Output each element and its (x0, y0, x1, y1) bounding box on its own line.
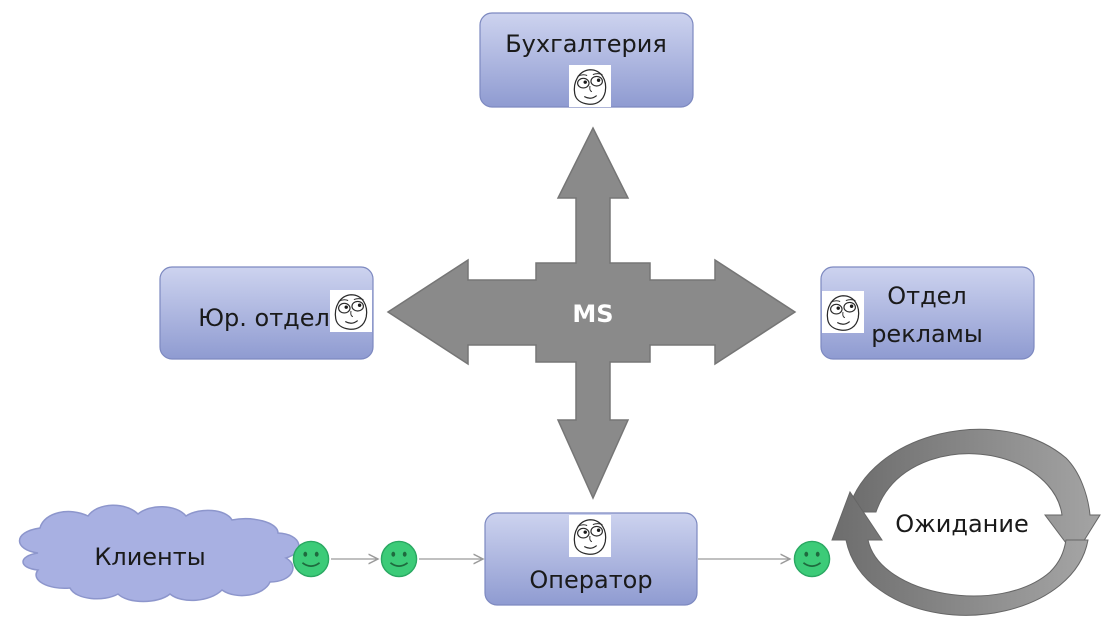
advertising-box[interactable]: Отдел рекламы (820, 266, 1035, 360)
troll-face-icon (569, 65, 611, 107)
ms-hub: MS (386, 126, 797, 500)
smiley-icon (380, 540, 418, 578)
legal-label: Юр. отдел (198, 304, 330, 332)
clients-cloud[interactable]: Клиенты (18, 504, 300, 603)
four-way-arrow-shape (386, 126, 797, 500)
accounting-box[interactable]: Бухгалтерия (479, 12, 694, 108)
smiley-icon (292, 540, 330, 578)
legal-box[interactable]: Юр. отдел (159, 266, 374, 360)
troll-face-icon (330, 290, 372, 332)
advertising-label-line2: рекламы (871, 320, 983, 348)
smiley-icon (793, 540, 831, 578)
operator-box[interactable]: Оператор (484, 512, 698, 606)
waiting-cycle: Ожидание (831, 428, 1101, 616)
advertising-label-line1: Отдел (887, 282, 967, 310)
troll-face-icon (822, 291, 864, 333)
waiting-label: Ожидание (895, 510, 1028, 538)
operator-label: Оператор (529, 566, 652, 594)
troll-face-icon (569, 515, 611, 557)
clients-label: Клиенты (94, 543, 205, 571)
ms-label: MS (572, 300, 613, 328)
accounting-label: Бухгалтерия (505, 30, 667, 58)
cloud-shape (18, 504, 300, 603)
cycle-arrow-bottom (831, 490, 1089, 616)
cycle-arrow-top (847, 428, 1101, 556)
